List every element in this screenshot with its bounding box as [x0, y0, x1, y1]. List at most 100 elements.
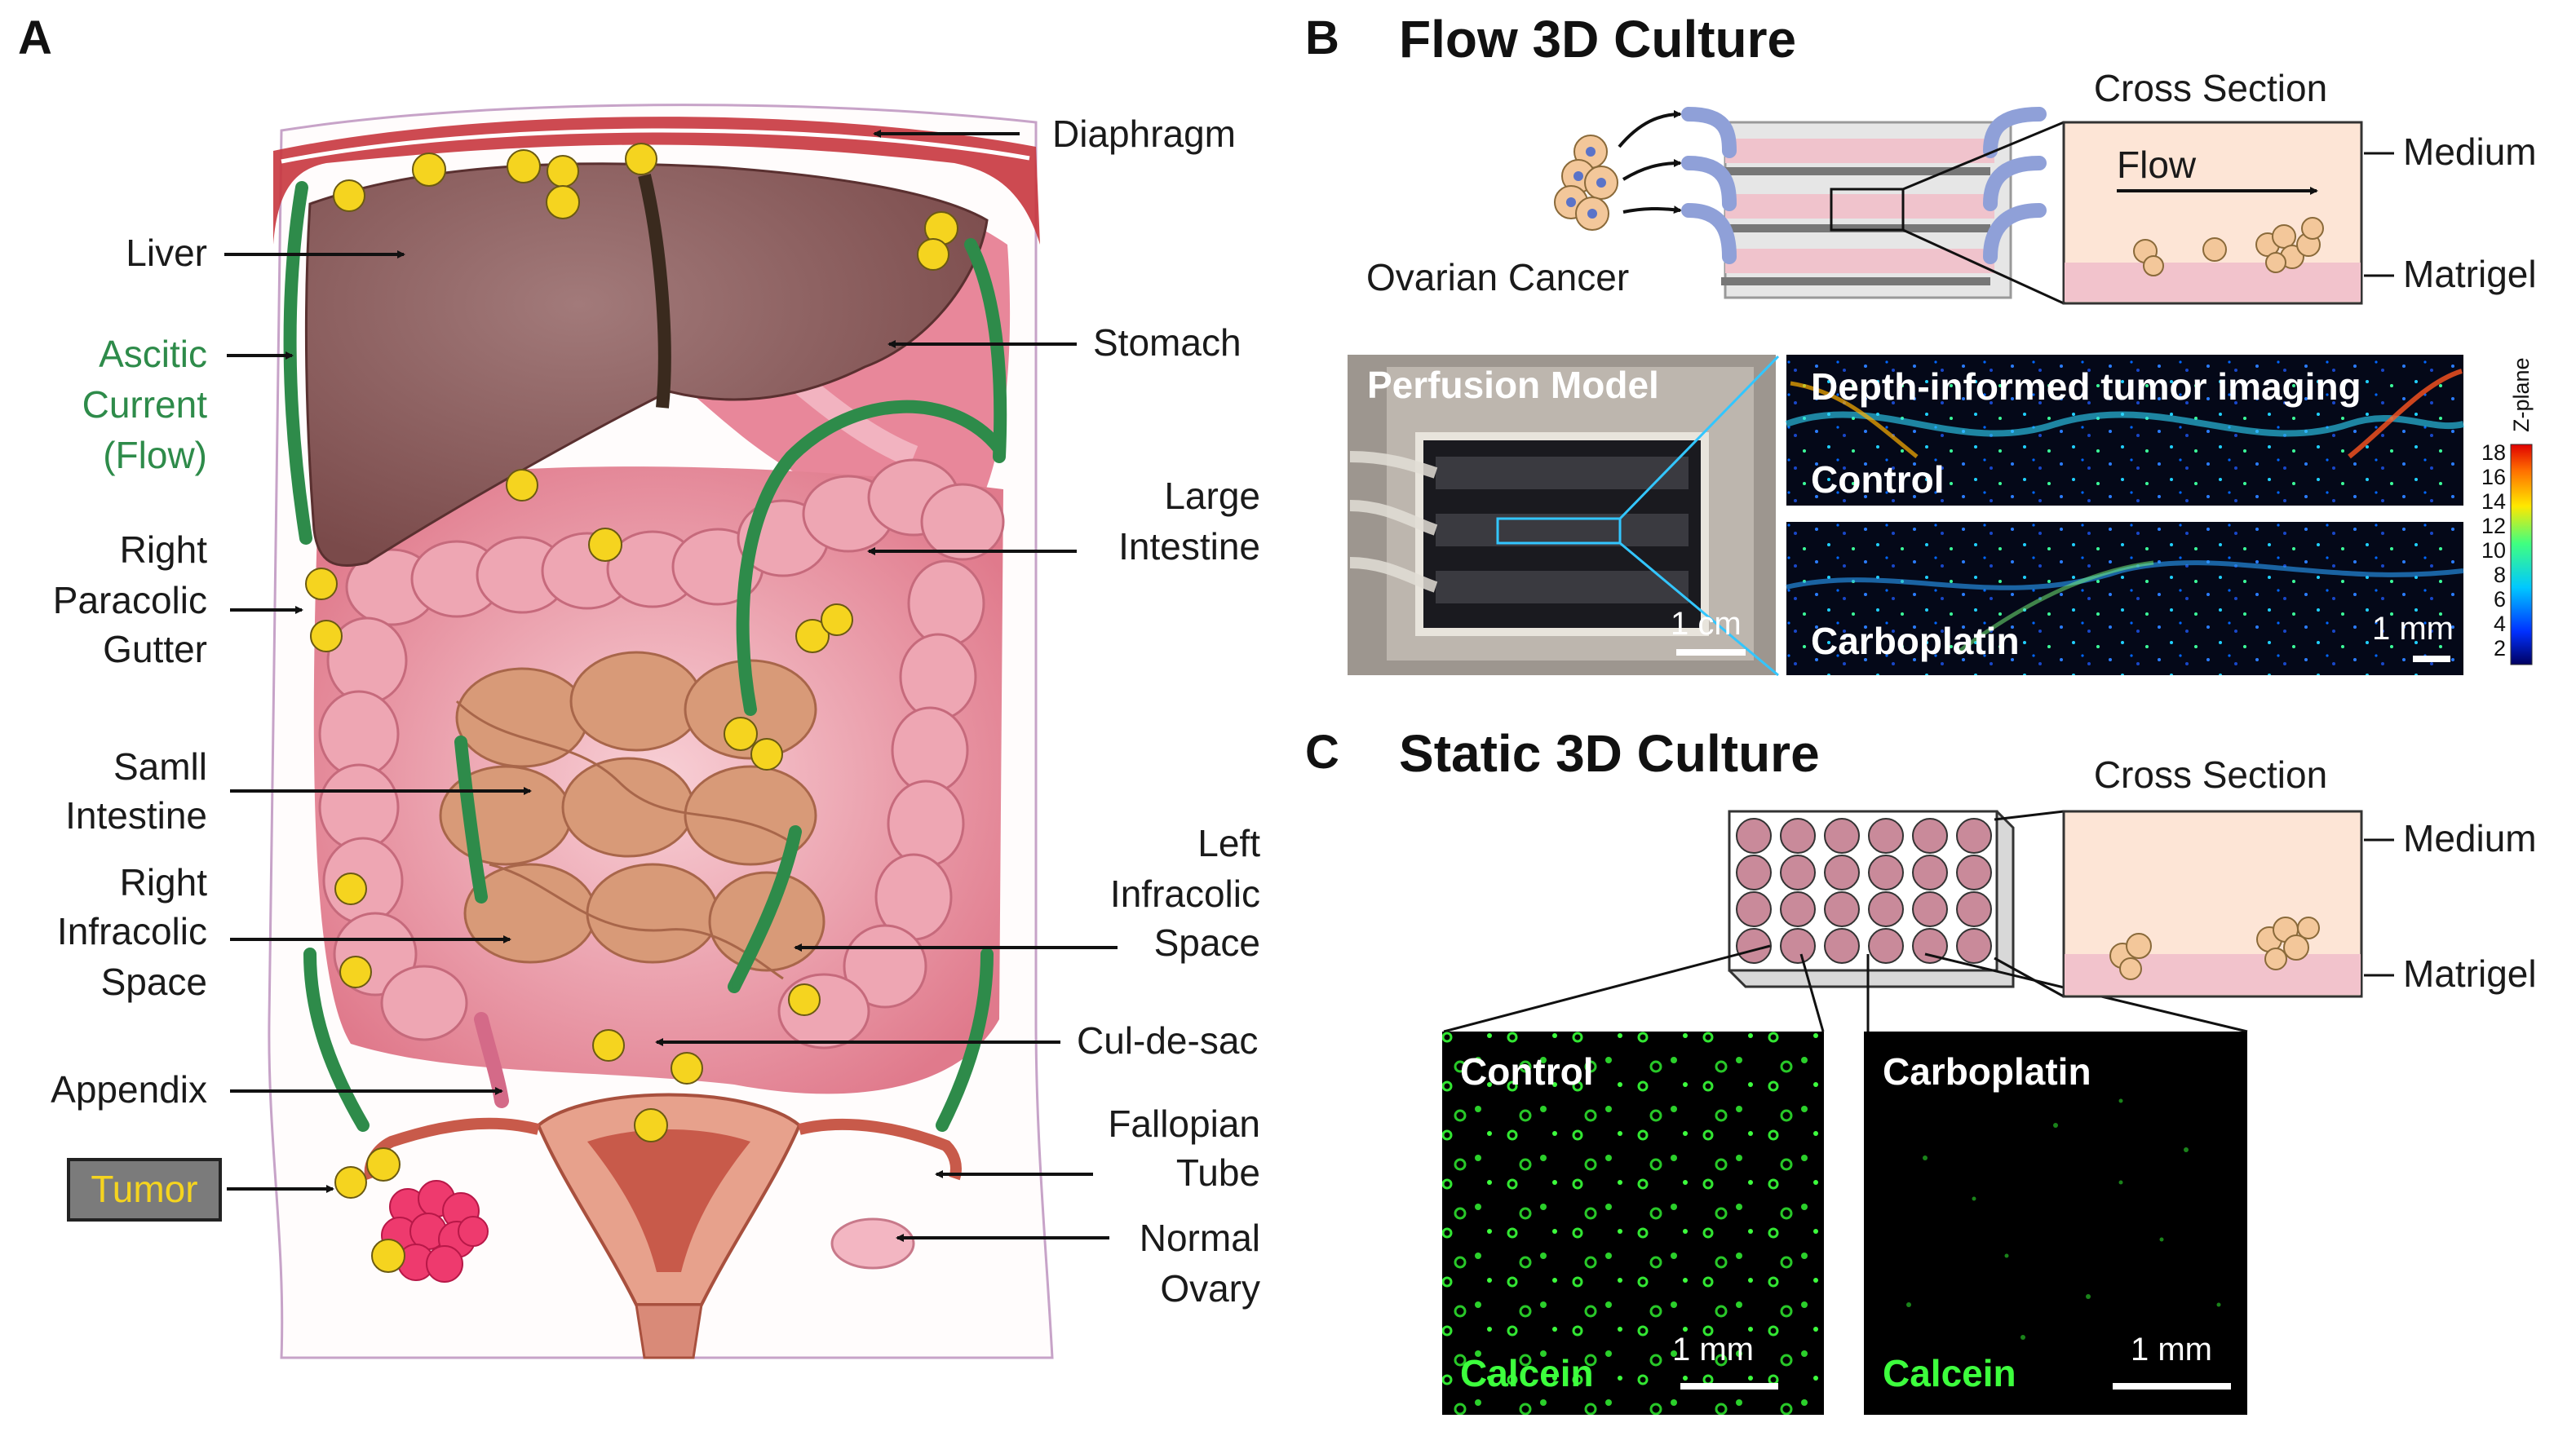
well: [1780, 928, 1816, 964]
label-ascitic-1: Ascitic: [99, 333, 207, 375]
depth-image-carboplatin: [1786, 522, 2463, 675]
well: [1736, 855, 1772, 890]
label-calcein-carboplatin: Calcein: [1883, 1352, 2016, 1394]
label-paracolic-3: Gutter: [103, 628, 207, 670]
svg-text:18: 18: [2481, 440, 2506, 465]
normal-ovary: [830, 1217, 915, 1270]
well: [1780, 818, 1816, 854]
label-right-infra-1: Right: [120, 861, 208, 904]
well: [1736, 928, 1772, 964]
svg-text:2: 2: [2494, 636, 2506, 661]
label-fallopian-1: Fallopian: [1108, 1102, 1260, 1145]
label-paracolic-2: Paracolic: [53, 579, 207, 621]
label-ovarian-cancer: Ovarian Cancer: [1366, 256, 1629, 298]
calcein-image-carboplatin: [1864, 1032, 2247, 1415]
label-large-1: Large: [1164, 475, 1260, 517]
well: [1824, 891, 1860, 927]
svg-text:14: 14: [2481, 489, 2506, 514]
label-perfusion-model: Perfusion Model: [1367, 364, 1659, 406]
svg-text:8: 8: [2494, 563, 2506, 587]
label-normal-ovary-2: Ovary: [1160, 1267, 1260, 1310]
label-control-c: Control: [1460, 1050, 1594, 1093]
label-right-infra-2: Infracolic: [57, 910, 207, 952]
label-liver: Liver: [126, 232, 207, 274]
label-control-b: Control: [1811, 458, 1945, 501]
label-scale-mm-c1: 1 mm: [1672, 1332, 1754, 1368]
ascitic-current-arrows: [283, 181, 1007, 1132]
well: [1868, 855, 1904, 890]
well: [1780, 891, 1816, 927]
small-intestine: [439, 651, 825, 972]
svg-text:16: 16: [2481, 465, 2506, 489]
well: [1736, 891, 1772, 927]
seeding-arrows: [1618, 110, 1682, 214]
label-matrigel-b: Matrigel: [2403, 253, 2537, 295]
label-depth-imaging: Depth-informed tumor imaging: [1811, 365, 2361, 408]
anatomy-pointers: [224, 130, 1118, 1242]
label-cross-section-b: Cross Section: [2094, 67, 2327, 109]
label-small-2: Intestine: [65, 794, 207, 837]
svg-text:12: 12: [2481, 514, 2506, 538]
svg-text:10: 10: [2481, 538, 2506, 563]
well: [1912, 855, 1948, 890]
label-ascitic-3: (Flow): [103, 434, 207, 476]
depth-image-control: [1786, 355, 2463, 506]
label-carboplatin-c: Carboplatin: [1883, 1050, 2091, 1093]
panel-b-title: Flow 3D Culture: [1399, 10, 1796, 68]
label-medium-c: Medium: [2403, 817, 2537, 859]
label-ascitic-2: Current: [82, 383, 208, 426]
well: [1868, 891, 1904, 927]
label-cross-section-c: Cross Section: [2094, 753, 2327, 796]
panel-a-label: A: [18, 11, 52, 64]
well: [1912, 891, 1948, 927]
label-flow: Flow: [2117, 144, 2197, 186]
well: [1956, 928, 1992, 964]
label-left-infra-2: Infracolic: [1110, 873, 1260, 915]
tumor-nodules: [305, 143, 958, 1273]
label-right-infra-3: Space: [101, 961, 207, 1003]
z-plane-colorbar: [2510, 444, 2533, 665]
well-plate: [1728, 810, 2015, 988]
label-scale-cm: 1 cm: [1671, 606, 1742, 642]
well: [1912, 818, 1948, 854]
calcein-image-control: [1442, 1032, 1824, 1415]
label-fallopian-2: Tube: [1176, 1151, 1260, 1194]
panel-c-title: Static 3D Culture: [1399, 724, 1820, 783]
well: [1956, 855, 1992, 890]
label-normal-ovary-1: Normal: [1140, 1217, 1260, 1259]
well: [1824, 818, 1860, 854]
cross-section-b-cells: [2133, 217, 2324, 276]
label-small-1: Samll: [113, 745, 207, 788]
cross-section-c-matrigel: [2065, 954, 2361, 995]
label-tumor: Tumor: [91, 1168, 197, 1210]
label-large-2: Intestine: [1118, 525, 1260, 568]
ovarian-cancer-cells: [1554, 135, 1618, 231]
cross-section-c-cells: [2109, 917, 2320, 980]
well: [1824, 855, 1860, 890]
label-carboplatin-b: Carboplatin: [1811, 620, 2020, 662]
well: [1956, 818, 1992, 854]
label-matrigel-c: Matrigel: [2403, 952, 2537, 995]
svg-text:6: 6: [2494, 587, 2506, 612]
well: [1824, 928, 1860, 964]
label-paracolic-1: Right: [120, 528, 208, 571]
cross-section-b-matrigel: [2065, 263, 2361, 302]
svg-text:4: 4: [2494, 612, 2506, 636]
label-colorbar: Z-plane: [2509, 357, 2534, 432]
tumor-legend-box: [67, 1158, 222, 1222]
label-scale-mm-b: 1 mm: [2372, 611, 2454, 647]
label-diaphragm: Diaphragm: [1052, 113, 1236, 155]
label-left-infra-1: Left: [1197, 822, 1260, 864]
liver: [304, 162, 989, 568]
label-stomach: Stomach: [1093, 321, 1242, 364]
diaphragm: [273, 117, 1040, 245]
label-left-infra-3: Space: [1154, 921, 1260, 964]
panel-b-label: B: [1305, 11, 1339, 64]
label-calcein-control: Calcein: [1460, 1352, 1594, 1394]
well: [1868, 818, 1904, 854]
well: [1868, 928, 1904, 964]
well: [1736, 818, 1772, 854]
well: [1912, 928, 1948, 964]
label-scale-mm-c2: 1 mm: [2131, 1332, 2212, 1368]
